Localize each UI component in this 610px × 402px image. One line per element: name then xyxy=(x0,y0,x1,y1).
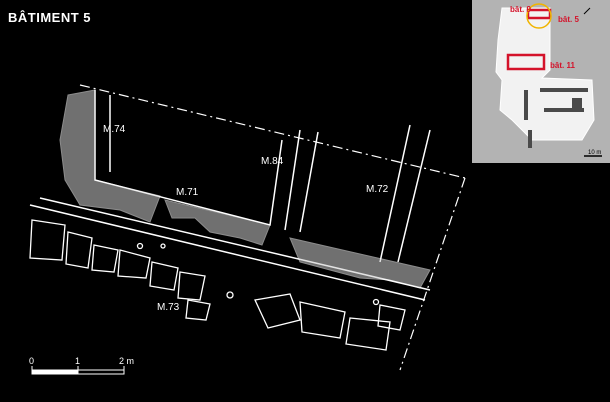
scale-label-2m: 2 m xyxy=(119,356,135,366)
rubble-m72-base xyxy=(289,237,431,289)
wall-m73-stones xyxy=(29,219,406,351)
page-title: BÂTIMENT 5 xyxy=(8,10,91,25)
scale-label-0: 0 xyxy=(29,356,35,366)
inset-scale-label: 10 m xyxy=(588,150,602,156)
rubble-m71 xyxy=(164,199,271,246)
right-limit-line xyxy=(399,177,466,371)
north-arrow-icon xyxy=(583,7,591,15)
label-m84: M.84 xyxy=(261,156,284,167)
wall-m72-outline xyxy=(379,124,411,263)
upper-limit-line xyxy=(79,84,466,179)
inset-highlight xyxy=(506,8,552,71)
location-inset-map: bât. 9 bât. 5 bât. 11 10 m xyxy=(472,0,610,163)
label-m73: M.73 xyxy=(157,302,180,313)
label-bat9: bât. 9 xyxy=(510,5,531,14)
rubble-m74 xyxy=(59,89,161,223)
inset-circle xyxy=(526,3,552,29)
label-bat5: bât. 5 xyxy=(558,15,579,24)
label-bat11: bât. 11 xyxy=(550,61,575,70)
inset-structures xyxy=(524,88,588,148)
scale-bar xyxy=(31,366,125,375)
wall-m84-outline xyxy=(284,129,301,231)
scale-label-1: 1 xyxy=(75,356,81,366)
label-m71: M.71 xyxy=(176,187,199,198)
label-m72: M.72 xyxy=(366,184,389,195)
label-m74: M.74 xyxy=(103,124,126,135)
